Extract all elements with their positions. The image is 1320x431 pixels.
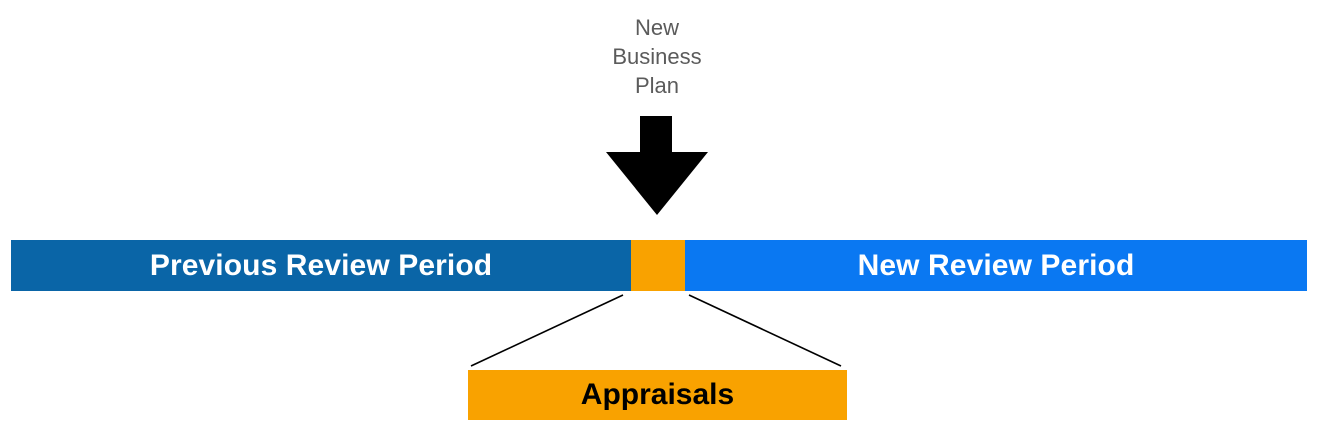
appraisals-box: Appraisals [468,370,847,420]
new-review-period-bar: New Review Period [685,240,1307,291]
appraisal-window-segment [631,240,685,291]
left-connector-line [470,294,624,367]
appraisals-label: Appraisals [580,378,735,411]
label-line-3: Plan [634,73,680,98]
new-business-plan-label: New Business Plan [557,13,757,100]
previous-review-period-bar: Previous Review Period [11,240,631,291]
down-arrow-icon [606,116,708,215]
previous-review-period-label: Previous Review Period [149,248,493,282]
new-review-period-label: New Review Period [857,248,1135,282]
down-arrow-shape [606,116,708,215]
label-line-1: New [634,15,679,40]
label-line-2: Business [612,44,702,69]
right-connector-line [688,294,842,367]
